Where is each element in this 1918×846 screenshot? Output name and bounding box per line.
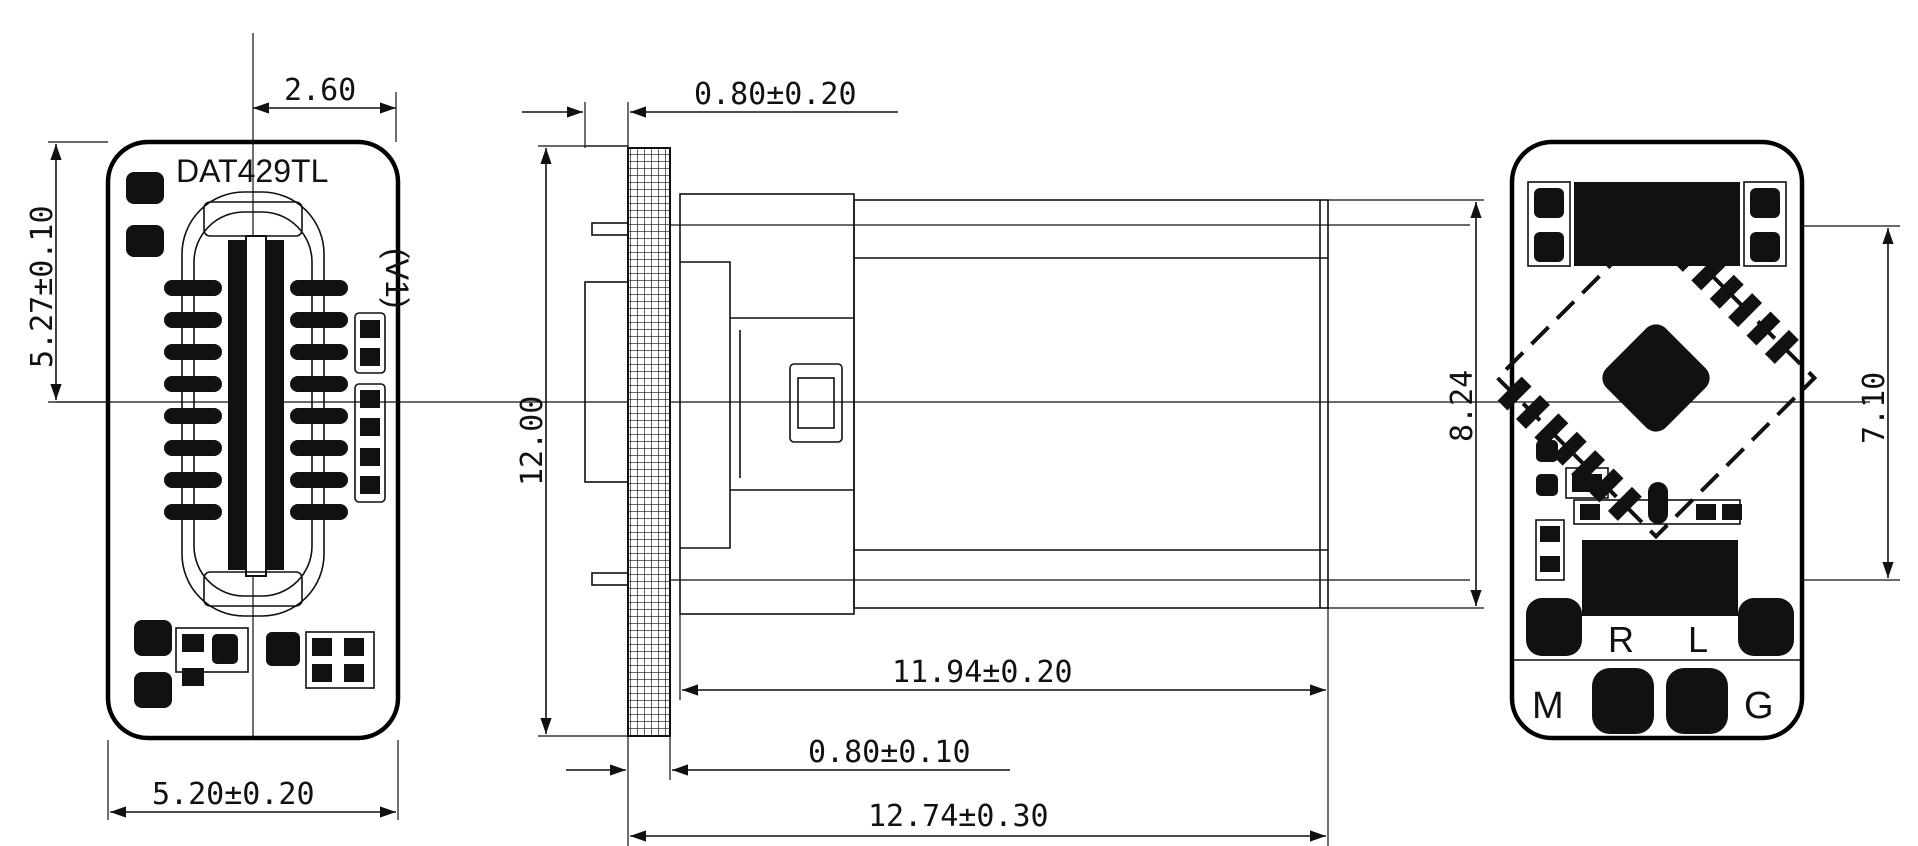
pad: [126, 225, 164, 257]
pin-bottom: [591, 572, 629, 586]
window-inner: [797, 377, 835, 429]
lower-block: [1582, 540, 1738, 616]
version-label: (V1): [379, 248, 415, 308]
window-outer: [789, 363, 843, 443]
label-l: L: [1688, 619, 1708, 660]
dim-text-overall-length: 12.74±0.30: [868, 799, 1049, 834]
pin-top: [591, 222, 629, 236]
inner-cavity: [680, 261, 731, 549]
connector-inner: [193, 211, 313, 597]
pad: [126, 172, 164, 204]
part-number-label: DAT429TL: [176, 153, 328, 189]
connector-slot: [245, 235, 267, 577]
connector-pins-left: [164, 280, 222, 520]
dim-text-top-2-60: 2.60: [284, 73, 356, 108]
flange: [627, 147, 671, 737]
label-r: R: [1608, 619, 1634, 660]
dim-text-height-12-00: 12.00: [515, 396, 550, 486]
dim-text-width-5-20: 5.20±0.20: [152, 777, 315, 812]
top-block: [1574, 182, 1740, 266]
right-view: R L M G 7.10: [1494, 139, 1900, 741]
left-view: DAT429TL (V1) 2.60 5.27±0.10 5.20±0.20: [25, 33, 1870, 820]
bottom-components: [134, 620, 375, 708]
label-g: G: [1744, 685, 1774, 727]
dim-text-body-height: 8.24: [1445, 370, 1480, 442]
dim-text-flange-top: 0.80±0.20: [694, 77, 857, 112]
side-view: 0.80±0.20 12.00 8.24 11.94±0.20 0.80±0.1…: [515, 77, 1484, 846]
right-board-outline: [1509, 139, 1805, 741]
side-components: [354, 312, 386, 503]
dim-text-height-5-27: 5.27±0.10: [25, 205, 60, 368]
qfn-chip: [1494, 216, 1818, 540]
left-stub: [584, 281, 629, 483]
main-body: [679, 193, 855, 615]
connector-tab: [203, 201, 303, 237]
dim-text-pin-span: 7.10: [1857, 372, 1892, 444]
label-m: M: [1532, 685, 1564, 727]
connector-pins-right: [290, 280, 348, 520]
barrel: [853, 199, 1329, 609]
connector-outer: [181, 191, 325, 617]
dim-text-body-length: 11.94±0.20: [892, 655, 1073, 690]
connector-tab: [203, 571, 303, 607]
dim-text-flange-bottom: 0.80±0.10: [808, 735, 971, 770]
